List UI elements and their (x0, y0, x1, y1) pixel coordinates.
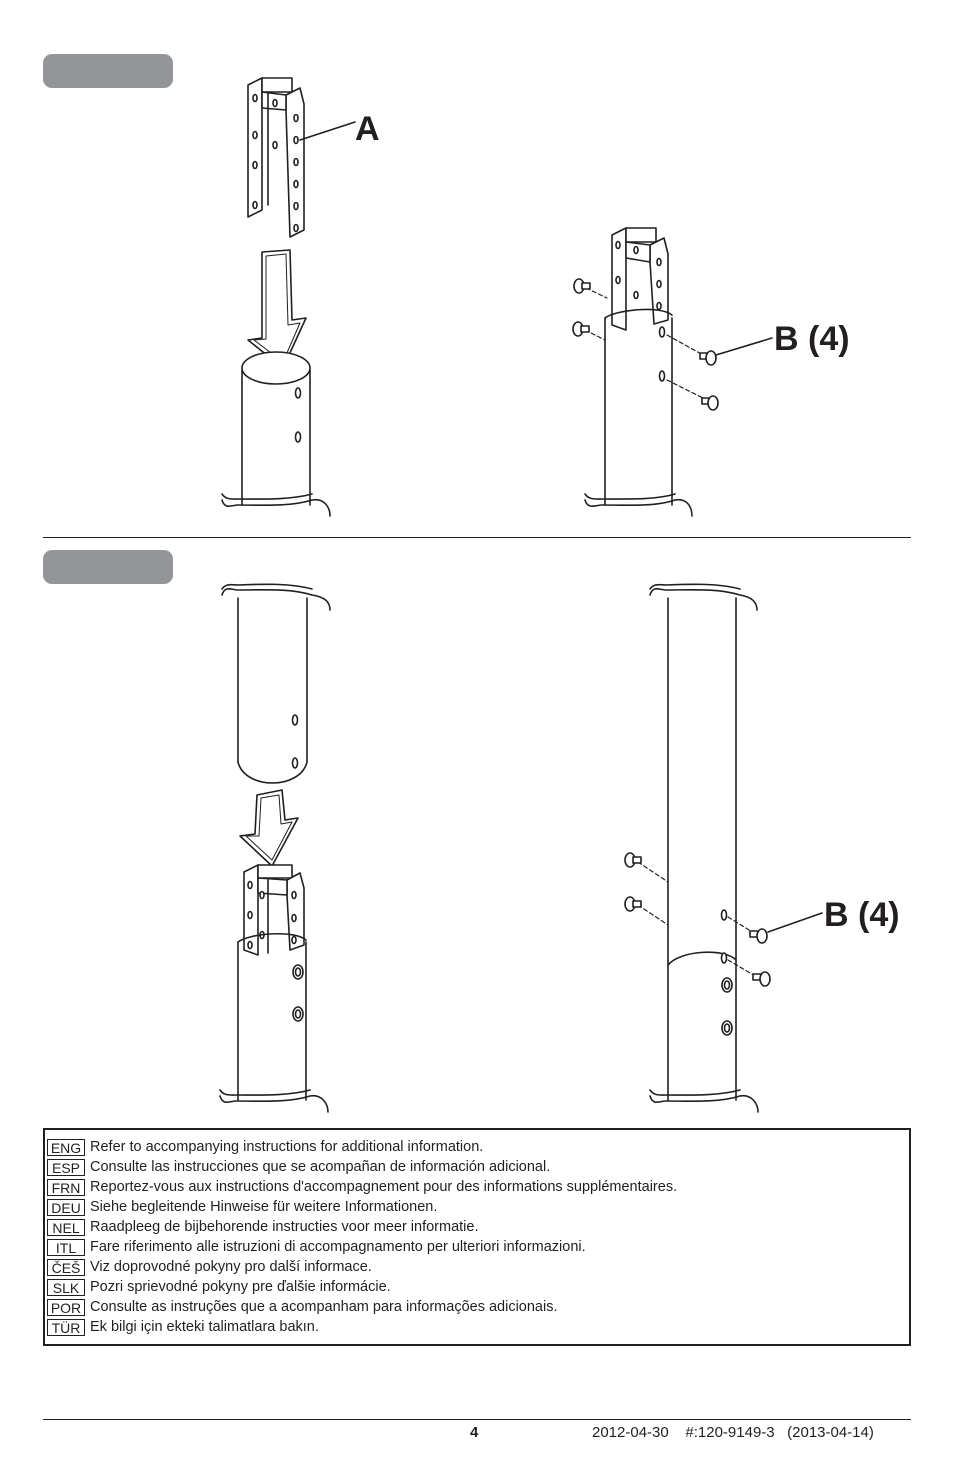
instruction-text: Consulte as instruções que a acompanham … (90, 1299, 558, 1315)
multilingual-instructions-box: ENG Refer to accompanying instructions f… (43, 1128, 911, 1346)
instruction-row-eng: ENG Refer to accompanying instructions f… (45, 1137, 483, 1157)
callout-label-a: A (355, 110, 380, 148)
step-2-tab (43, 550, 173, 584)
instruction-row-ces: ČEŠ Viz doprovodné pokyny pro další info… (45, 1257, 372, 1277)
callout-label-b-step2: B (4) (824, 896, 900, 934)
page-number: 4 (470, 1424, 479, 1441)
instruction-row-itl: ITL Fare riferimento alle istruzioni di … (45, 1237, 586, 1257)
language-code: ITL (47, 1238, 85, 1256)
instruction-row-nel: NEL Raadpleeg de bijbehorende instructie… (45, 1217, 479, 1237)
instruction-text: Viz doprovodné pokyny pro další informac… (90, 1259, 372, 1275)
language-code: POR (47, 1298, 85, 1316)
section-divider (43, 537, 911, 538)
language-code: ČEŠ (47, 1258, 85, 1276)
instruction-text: Reportez-vous aux instructions d'accompa… (90, 1179, 678, 1195)
instruction-text: Ek bilgi için ekteki talimatlara bakın. (90, 1319, 319, 1335)
pole-1-left (221, 351, 331, 517)
document-meta: 2012-04-30 #:120-9149-3 (2013-04-14) (592, 1424, 874, 1441)
language-code: NEL (47, 1218, 85, 1236)
instruction-text: Fare riferimento alle istruzioni di acco… (90, 1239, 586, 1255)
screw-icon (749, 928, 768, 944)
language-code: SLK (47, 1278, 85, 1296)
upper-pole-2-left (221, 583, 331, 784)
language-code: DEU (47, 1198, 85, 1216)
assembly-illustration (219, 77, 823, 1113)
footer-rule (43, 1419, 911, 1420)
screws-b-step1 (572, 278, 773, 411)
step-1-tab (43, 54, 173, 88)
instruction-text: Siehe begleitende Hinweise für weitere I… (90, 1199, 438, 1215)
instruction-row-esp: ESP Consulte las instrucciones que se ac… (45, 1157, 550, 1177)
instruction-text: Consulte las instrucciones que se acompa… (90, 1159, 551, 1175)
callout-label-b-step1: B (4) (774, 320, 850, 358)
language-code: ESP (47, 1158, 85, 1176)
down-arrow-2 (239, 789, 299, 867)
screw-icon (701, 395, 719, 411)
instruction-text: Refer to accompanying instructions for a… (90, 1139, 484, 1155)
bracket-a (247, 77, 356, 238)
screw-icon (573, 278, 591, 294)
instruction-row-slk: SLK Pozri sprievodné pokyny pre ďalšie i… (45, 1277, 391, 1297)
instruction-text: Pozri sprievodné pokyny pre ďalšie infor… (90, 1279, 391, 1295)
lower-pole-2-left (219, 864, 329, 1113)
language-code: ENG (47, 1138, 85, 1156)
screws-b-step2 (624, 852, 823, 987)
instruction-row-por: POR Consulte as instruções que a acompan… (45, 1297, 557, 1317)
language-code: FRN (47, 1178, 85, 1196)
instruction-row-deu: DEU Siehe begleitende Hinweise für weite… (45, 1197, 437, 1217)
instruction-row-tur: TÜR Ek bilgi için ekteki talimatlara bak… (45, 1317, 319, 1337)
screw-icon (752, 971, 771, 987)
pole-2-right (649, 583, 759, 1113)
screw-icon (624, 852, 642, 868)
down-arrow-1 (247, 249, 307, 369)
screw-icon (624, 896, 642, 912)
instruction-text: Raadpleeg de bijbehorende instructies vo… (90, 1219, 479, 1235)
screw-icon (572, 321, 590, 337)
instruction-row-frn: FRN Reportez-vous aux instructions d'acc… (45, 1177, 677, 1197)
pole-1-right (584, 227, 693, 517)
language-code: TÜR (47, 1318, 85, 1336)
screw-icon (699, 350, 717, 366)
